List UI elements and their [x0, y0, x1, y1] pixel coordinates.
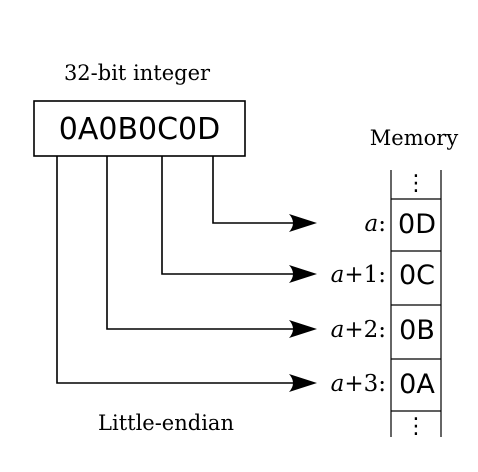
- arrowhead: [289, 214, 317, 232]
- memory-address-label: a+2:: [331, 317, 386, 343]
- connector-line: [106, 156, 297, 330]
- arrowhead: [289, 374, 317, 392]
- address-offset: +3: [344, 371, 378, 397]
- memory-cell-value: 0B: [399, 315, 435, 346]
- memory-cells: 0D 0C 0B 0A: [391, 198, 441, 412]
- address-labels: a:a+1:a+2:a+3:: [331, 211, 386, 397]
- integer-value: 0A0B0C0D: [59, 112, 221, 147]
- address-variable: a: [331, 317, 345, 343]
- address-variable: a: [331, 371, 345, 397]
- byte-connectors: [56, 156, 317, 392]
- arrowhead: [289, 320, 317, 338]
- memory-address-label: a+3:: [331, 371, 386, 397]
- memory-cell-value: 0A: [399, 369, 435, 400]
- address-offset: +2: [344, 317, 378, 343]
- address-variable: a: [365, 211, 379, 237]
- connector-line: [56, 156, 297, 384]
- memory-ellipsis-top: ⋮: [405, 171, 427, 196]
- integer-box: [33, 100, 246, 157]
- memory-address-label: a+1:: [331, 262, 386, 288]
- memory-cell-value: 0C: [399, 260, 435, 291]
- connector-line: [161, 156, 297, 275]
- memory-label: Memory: [370, 126, 459, 150]
- memory-cell-value: 0D: [398, 209, 436, 240]
- address-colon: :: [378, 371, 386, 397]
- connector-line: [212, 156, 297, 224]
- address-colon: :: [378, 262, 386, 288]
- footer-label: Little-endian: [98, 411, 234, 435]
- address-variable: a: [331, 262, 345, 288]
- address-offset: +1: [344, 262, 378, 288]
- address-colon: :: [378, 211, 386, 237]
- arrowhead: [289, 265, 317, 283]
- integer-label: 32-bit integer: [64, 61, 211, 85]
- memory-address-label: a:: [365, 211, 386, 237]
- memory-ellipsis-bottom: ⋮: [405, 414, 427, 439]
- address-colon: :: [378, 317, 386, 343]
